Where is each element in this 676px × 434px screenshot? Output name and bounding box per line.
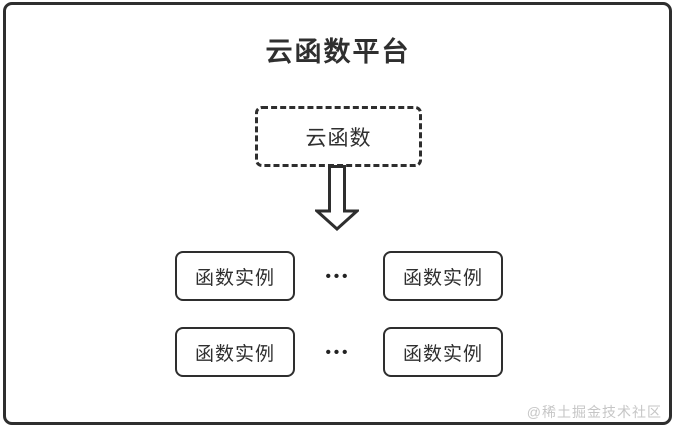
down-arrow-icon	[315, 165, 359, 231]
watermark: @稀土掘金技术社区	[526, 404, 662, 420]
cloud-function-label: 云函数	[305, 126, 372, 150]
function-instance-label: 函数实例	[194, 267, 275, 289]
ellipsis-dots: •••	[325, 268, 351, 285]
function-instance-box: 函数实例	[383, 251, 503, 301]
platform-title: 云函数平台	[265, 37, 411, 67]
cloud-function-box: 云函数	[255, 106, 422, 167]
function-instance-box: 函数实例	[175, 251, 295, 301]
function-instance-label: 函数实例	[402, 267, 483, 289]
function-instance-label: 函数实例	[194, 343, 275, 365]
function-instance-box: 函数实例	[175, 327, 295, 377]
ellipsis-dots: •••	[325, 344, 351, 361]
function-instance-label: 函数实例	[402, 343, 483, 365]
function-instance-box: 函数实例	[383, 327, 503, 377]
